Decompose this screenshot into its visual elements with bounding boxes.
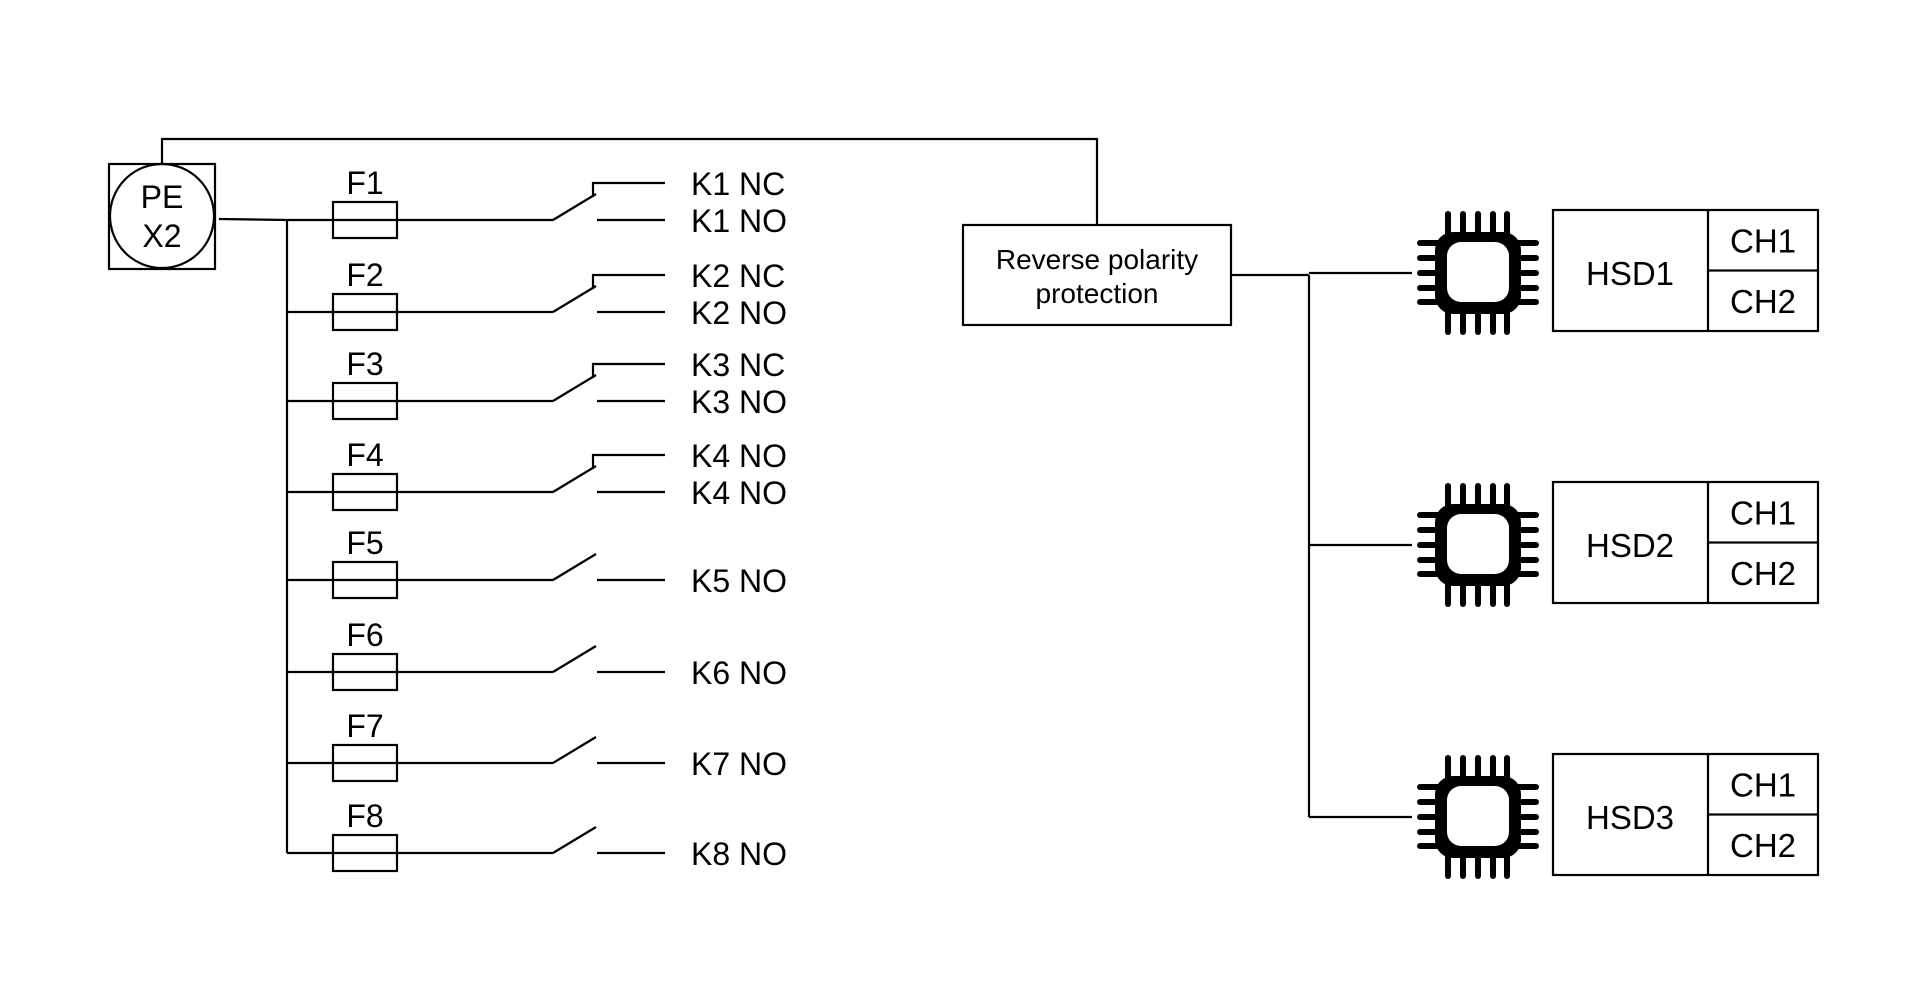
fuse-symbol (331, 560, 399, 600)
contact-label: K7 NO (691, 746, 787, 782)
fuse-symbol (331, 833, 399, 873)
fuse-symbol (331, 381, 399, 421)
fuse-label: F2 (346, 257, 383, 293)
reverse-polarity-protection: Reverse polarity protection (961, 223, 1233, 327)
protection-label-line2: protection (1036, 278, 1159, 309)
chip-icon (1417, 211, 1539, 335)
relay-nc-terminal (591, 181, 665, 197)
contact-label: K3 NC (691, 347, 785, 383)
channel-label: CH2 (1730, 555, 1796, 592)
relay-contact-blade (552, 826, 597, 854)
fuse-label: F6 (346, 617, 383, 653)
channel-label: CH1 (1730, 766, 1796, 803)
chip-icon (1417, 483, 1539, 607)
fuse-label: F4 (346, 437, 383, 473)
contact-label: K5 NO (691, 563, 787, 599)
contact-label: K4 NO (691, 438, 787, 474)
fuse-symbol (331, 652, 399, 692)
channel-label: CH1 (1730, 494, 1796, 531)
fuse-label: F8 (346, 798, 383, 834)
relay-nc-terminal (591, 453, 665, 469)
feed-wire-to-protection (160, 137, 1099, 225)
branch-row: F5 K5 NO (287, 525, 787, 600)
connector-output-wire (218, 217, 288, 222)
fuse-label: F1 (346, 165, 383, 201)
protection-label-line1: Reverse polarity (996, 244, 1198, 275)
pe-x2-connector: PE X2 (107, 162, 217, 271)
relay-nc-terminal (591, 273, 665, 289)
connector-label-line2: X2 (142, 218, 181, 254)
chip-icon (1417, 755, 1539, 879)
relay-contact-blade (552, 285, 597, 313)
contact-label: K4 NO (691, 475, 787, 511)
driver-name: HSD3 (1586, 799, 1674, 836)
contact-label: K8 NO (691, 836, 787, 872)
contact-label: K2 NO (691, 295, 787, 331)
branch-row: F8 K8 NO (287, 798, 787, 873)
driver-name: HSD2 (1586, 527, 1674, 564)
fuse-symbol (331, 292, 399, 332)
fuse-label: F5 (346, 525, 383, 561)
contact-label: K3 NO (691, 384, 787, 420)
relay-contact-blade (552, 736, 597, 764)
branch-row: F7 K7 NO (287, 708, 787, 783)
fuse-symbol (331, 200, 399, 240)
fuse-symbol (331, 743, 399, 783)
channel-label: CH2 (1730, 283, 1796, 320)
relay-contact-blade (552, 193, 597, 221)
contact-label: K1 NO (691, 203, 787, 239)
branch-row: F6 K6 NO (287, 617, 787, 692)
fuse-label: F7 (346, 708, 383, 744)
protection-box (961, 223, 1233, 327)
fuse-symbol (331, 472, 399, 512)
channel-label: CH2 (1730, 827, 1796, 864)
fuse-label: F3 (346, 346, 383, 382)
connector-circle (108, 162, 216, 270)
relay-contact-blade (552, 374, 597, 402)
contact-label: K6 NO (691, 655, 787, 691)
connector-label-line1: PE (141, 179, 184, 215)
relay-contact-blade (552, 465, 597, 493)
contact-label: K2 NC (691, 258, 785, 294)
relay-contact-blade (552, 553, 597, 581)
relay-contact-blade (552, 645, 597, 673)
channel-label: CH1 (1730, 222, 1796, 259)
contact-label: K1 NC (691, 166, 785, 202)
relay-nc-terminal (591, 362, 665, 378)
driver-name: HSD1 (1586, 255, 1674, 292)
